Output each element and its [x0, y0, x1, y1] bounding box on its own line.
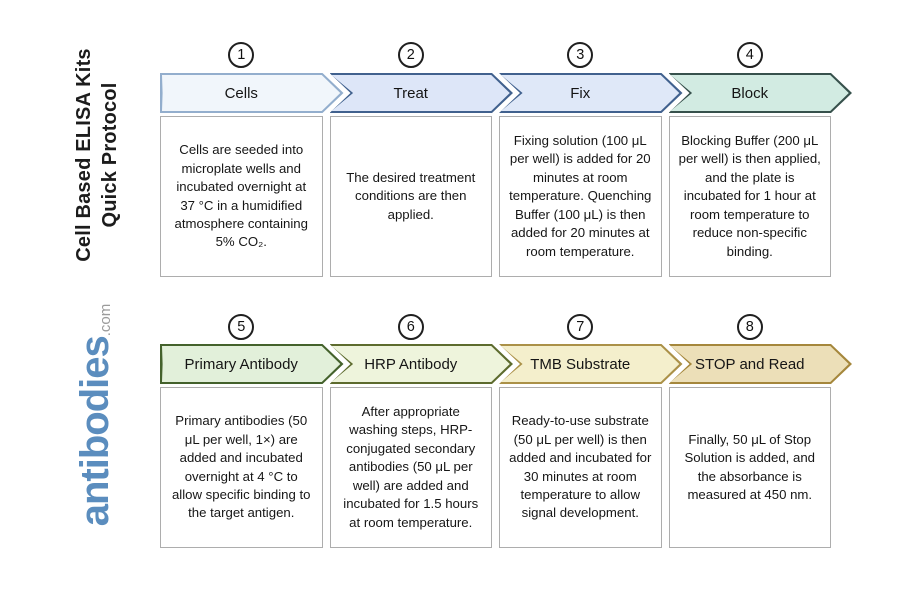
step-description-box: Blocking Buffer (200 μL per well) is the… — [668, 116, 831, 277]
step-arrow-primary-antibody: Primary Antibody — [160, 344, 323, 384]
step-description: Primary antibodies (50 μL per well, 1×) … — [171, 413, 311, 521]
step-arrows-row-2: Primary Antibody HRP Antibody TMB Substr… — [160, 344, 831, 384]
chevron-arrow-fill — [669, 344, 853, 384]
step-number-circle: 7 — [567, 314, 594, 340]
step-numbers-row-2: 5 6 7 8 — [160, 314, 831, 340]
step-label: Treat — [393, 84, 428, 102]
step-description: After appropriate washing steps, HRP-con… — [343, 403, 479, 530]
step-number-circle: 4 — [736, 42, 763, 68]
step-label: STOP and Read — [694, 355, 805, 373]
chevron-arrow: Primary Antibody — [160, 344, 344, 384]
step-arrow-treat: Treat — [330, 73, 493, 113]
chevron-arrow: TMB Substrate — [499, 344, 683, 384]
step-number-circle: 3 — [567, 42, 594, 68]
step-arrow-stop-and-read: STOP and Read — [669, 344, 832, 384]
step-arrow-fix: Fix — [499, 73, 662, 113]
step-arrows-row-1: Cells Treat Fix Block — [160, 73, 831, 113]
step-arrow-block: Block — [669, 73, 832, 113]
step-description-box: The desired treatment conditions are the… — [329, 116, 492, 277]
step-label: Block — [731, 84, 769, 102]
step-description: Blocking Buffer (200 μL per well) is the… — [678, 132, 821, 259]
chevron-arrow-fill — [330, 73, 514, 113]
step-number-circle: 2 — [397, 42, 424, 68]
chevron-arrow: STOP and Read — [669, 344, 853, 384]
step-description-box: Primary antibodies (50 μL per well, 1×) … — [160, 387, 323, 548]
step-arrow-tmb-substrate: TMB Substrate — [499, 344, 662, 384]
step-number-circle: 8 — [736, 314, 763, 340]
chevron-arrow-fill — [499, 344, 683, 384]
step-number-circle: 1 — [228, 42, 255, 68]
chevron-arrow-fill — [669, 73, 853, 113]
step-arrow-cells: Cells — [160, 73, 323, 113]
step-label: Primary Antibody — [184, 355, 298, 373]
step-description: Cells are seeded into microplate wells a… — [174, 142, 308, 250]
step-arrow-hrp-antibody: HRP Antibody — [330, 344, 493, 384]
step-description: Fixing solution (100 μL per well) is add… — [509, 132, 652, 259]
chevron-arrow-fill — [160, 73, 344, 113]
brand-suffix: .com — [96, 303, 114, 337]
step-description-box: Ready-to-use substrate (50 μL per well) … — [499, 387, 662, 548]
chevron-arrow: Cells — [160, 73, 344, 113]
step-description: The desired treatment conditions are the… — [346, 169, 476, 222]
protocol-title: Cell Based ELISA Kits Quick Protocol — [69, 35, 125, 275]
step-description: Ready-to-use substrate (50 μL per well) … — [509, 413, 652, 521]
chevron-arrow: Fix — [499, 73, 683, 113]
step-label: Cells — [224, 84, 258, 102]
step-numbers-row-1: 1 2 3 4 — [160, 42, 831, 68]
chevron-arrow: Block — [669, 73, 853, 113]
step-number-circle: 5 — [228, 314, 255, 340]
protocol-steps-area: 1 2 3 4 Cells Treat Fix — [160, 0, 831, 548]
chevron-arrow-fill — [330, 344, 514, 384]
step-descriptions-row-2: Primary antibodies (50 μL per well, 1×) … — [160, 387, 831, 548]
chevron-arrow: HRP Antibody — [330, 344, 514, 384]
chevron-arrow-fill — [160, 344, 344, 384]
step-description-box: Finally, 50 μL of Stop Solution is added… — [668, 387, 831, 548]
step-label: HRP Antibody — [364, 355, 458, 373]
step-description-box: Cells are seeded into microplate wells a… — [160, 116, 323, 277]
step-number-circle: 6 — [397, 314, 424, 340]
chevron-arrow-fill — [499, 73, 683, 113]
step-label: Fix — [570, 84, 591, 102]
step-description-box: After appropriate washing steps, HRP-con… — [329, 387, 492, 548]
step-label: TMB Substrate — [530, 355, 631, 373]
brand-name: antibodies — [72, 336, 117, 527]
brand-logo: antibodies.com — [67, 265, 123, 565]
step-description-box: Fixing solution (100 μL per well) is add… — [499, 116, 662, 277]
step-description: Finally, 50 μL of Stop Solution is added… — [684, 431, 815, 502]
protocol-title-line2: Quick Protocol — [99, 82, 121, 228]
protocol-title-line1: Cell Based ELISA Kits — [73, 48, 95, 262]
chevron-arrow: Treat — [330, 73, 514, 113]
step-descriptions-row-1: Cells are seeded into microplate wells a… — [160, 116, 831, 277]
